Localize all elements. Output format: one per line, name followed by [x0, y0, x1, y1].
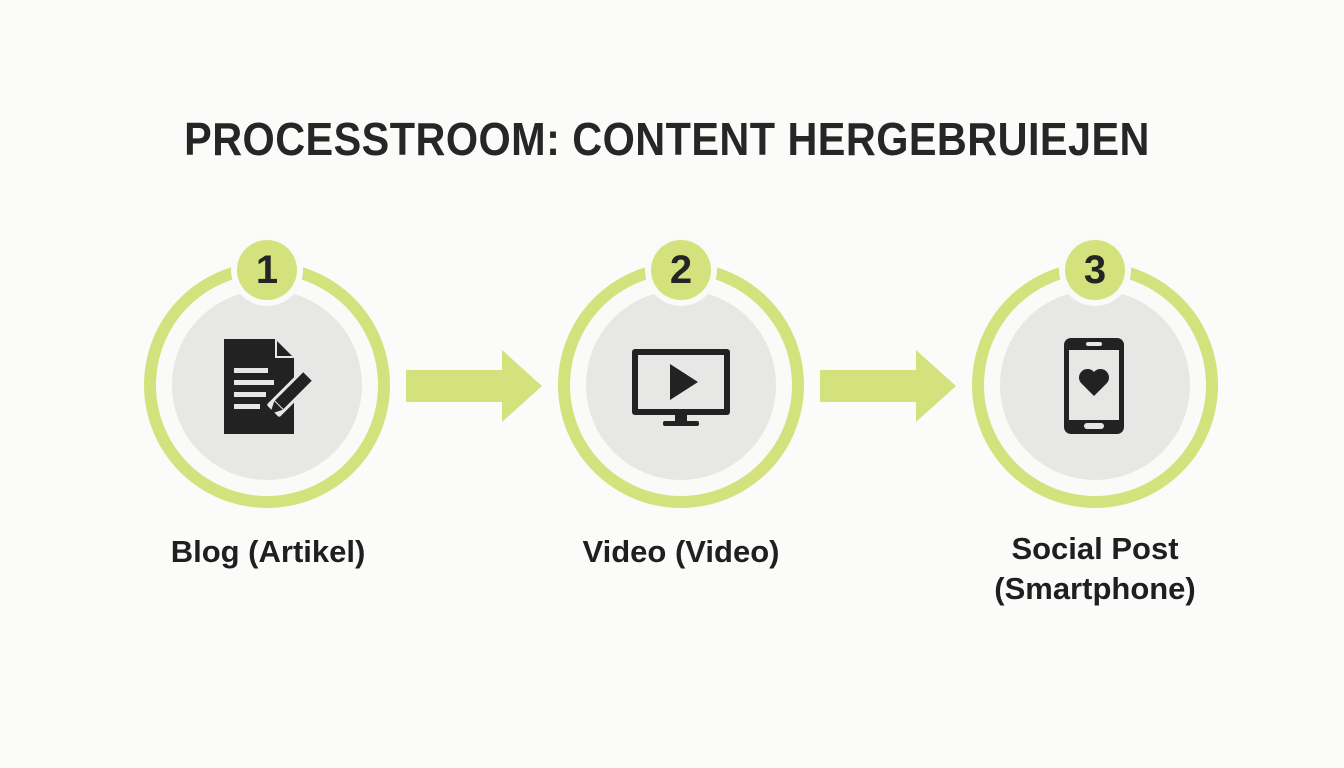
- step-2: 2: [558, 234, 804, 508]
- step-1: 1: [144, 234, 390, 508]
- arrow-right-icon: [406, 350, 542, 422]
- step-number-badge: 1: [231, 234, 303, 306]
- step-number-badge: 3: [1059, 234, 1131, 306]
- step-3-label: Social Post (Smartphone): [994, 531, 1196, 606]
- step-2-label: Video (Video): [582, 534, 780, 569]
- step-1-label: Blog (Artikel): [170, 534, 366, 569]
- diagram-title: PROCESSTROOM: CONTENT HERGEBRUIEJEN: [184, 113, 1150, 165]
- step-number-badge: 2: [645, 234, 717, 306]
- step-3: 3: [972, 234, 1218, 508]
- smartphone-heart-icon: [1064, 338, 1124, 434]
- arrow-right-icon: [820, 350, 956, 422]
- video-monitor-icon: [632, 349, 730, 426]
- document-edit-icon: [224, 339, 316, 434]
